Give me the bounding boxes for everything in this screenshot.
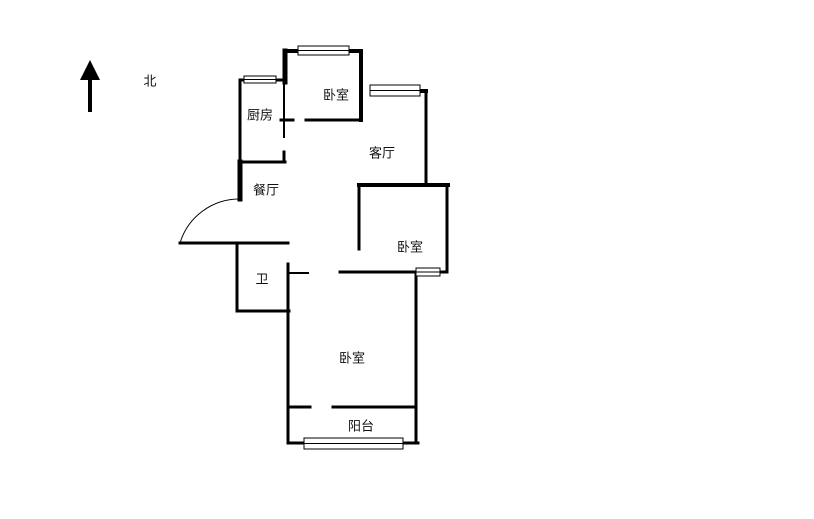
room-label-dining-room: 餐厅 [252, 183, 280, 199]
room-label-living-room: 客厅 [368, 146, 396, 162]
window-living-room [369, 84, 421, 97]
room-label-bathroom: 卫 [255, 272, 269, 288]
room-label-bedroom-east: 卧室 [396, 240, 424, 256]
north-arrow-icon [80, 60, 100, 112]
windows [243, 45, 441, 450]
room-label-kitchen: 厨房 [246, 108, 274, 124]
window-north-bedroom [297, 45, 350, 56]
window-balcony [303, 437, 404, 450]
room-label-bedroom-north: 卧室 [322, 88, 350, 104]
window-east-bedroom [415, 267, 441, 277]
room-label-bedroom-master: 卧室 [338, 351, 366, 367]
window-kitchen [243, 75, 277, 84]
walls [178, 48, 450, 445]
entry-door-swing [179, 198, 241, 244]
compass-label: 北 [143, 74, 157, 90]
room-label-balcony: 阳台 [347, 419, 375, 435]
